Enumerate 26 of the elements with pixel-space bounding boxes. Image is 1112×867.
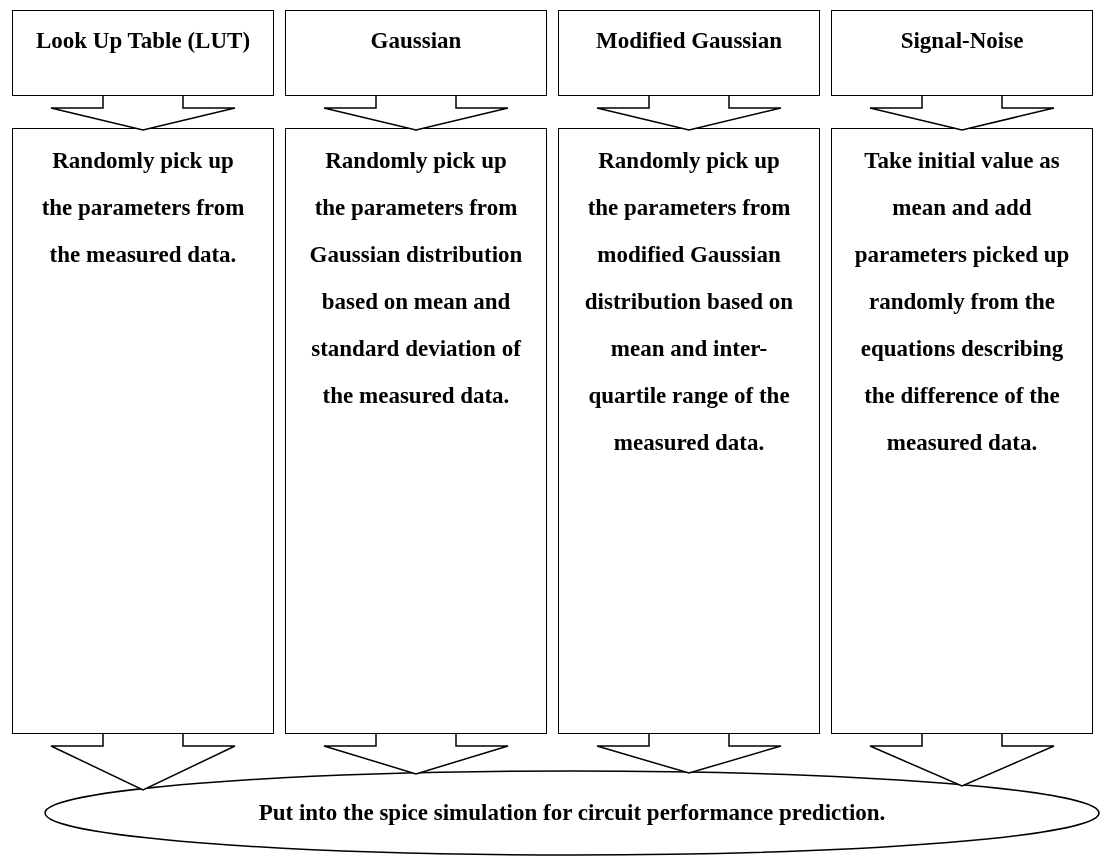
method-description: Randomly pick up the parameters from the measured data.: [40, 147, 246, 269]
method-title: Modified Gaussian: [595, 27, 783, 55]
header-box: [12, 10, 274, 96]
method-description: Take initial value as mean and add parameters picked up randomly from the equations describing the difference of the measured data.: [853, 147, 1071, 457]
block-arrow: [323, 733, 509, 775]
header-box: [831, 10, 1093, 96]
block-arrow: [596, 733, 782, 774]
header-box: [285, 10, 547, 96]
block-arrow: [50, 95, 236, 131]
process-box: [285, 128, 547, 734]
process-box: [12, 128, 274, 734]
method-description: Randomly pick up the parameters from Gaussian distribution based on mean and standard deviation of the measured data.: [308, 147, 524, 410]
method-title: Gaussian: [369, 27, 463, 55]
method-description: Randomly pick up the parameters from modified Gaussian distribution based on mean and inter-quartile range of the measured data.: [583, 147, 795, 457]
method-title: Look Up Table (LUT): [34, 27, 252, 55]
header-box: [558, 10, 820, 96]
block-arrow: [869, 733, 1055, 787]
step-text: Put into the spice simulation for circuit performance prediction.: [257, 799, 887, 827]
process-box: [831, 128, 1093, 734]
block-arrow: [596, 95, 782, 131]
process-box: [558, 128, 820, 734]
process-ellipse: [44, 770, 1100, 856]
block-arrow: [869, 95, 1055, 131]
block-arrow: [50, 733, 236, 791]
block-arrow: [323, 95, 509, 131]
method-title: Signal-Noise: [899, 27, 1025, 55]
